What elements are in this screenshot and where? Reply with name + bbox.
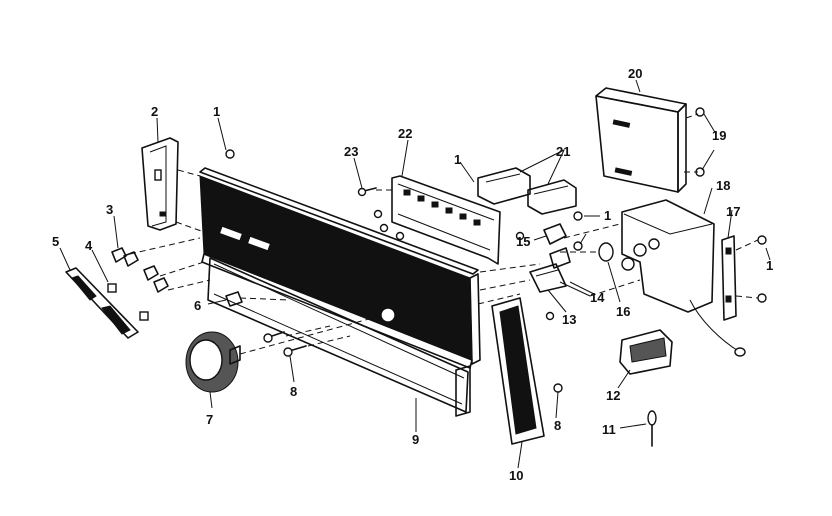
bushing [598,242,614,262]
callout-12: 12 [606,388,620,403]
mounting-bracket [391,175,501,265]
callout-15: 15 [516,234,530,249]
callout-9: 9 [412,432,419,447]
callout-17: 17 [726,204,740,219]
callout-10: 10 [509,468,523,483]
callout-8: 8 [290,384,297,399]
callout-1-housing: 1 [604,208,611,223]
callout-1: 1 [213,104,220,119]
timer-cover [595,87,687,193]
callout-11: 11 [602,422,616,437]
rocker-switch [65,267,139,339]
callout-20: 20 [628,66,642,81]
callout-labels: 1 2 3 4 5 6 7 8 9 10 11 12 13 14 15 16 1… [52,66,773,483]
terminal-block [619,329,673,375]
hinge-plate [721,235,737,321]
callout-7: 7 [206,412,213,427]
push-buttons [111,247,169,293]
leader-lines [59,79,771,469]
callout-13: 13 [562,312,576,327]
callout-21: 21 [556,144,570,159]
light-lens [491,297,545,445]
callout-18: 18 [716,178,730,193]
fuse [647,410,657,447]
callout-5: 5 [52,234,59,249]
control-panel [199,167,481,417]
selector-switches [477,167,577,215]
hinge-bracket [543,223,571,269]
callout-1-bracket: 1 [454,152,461,167]
callout-23: 23 [344,144,358,159]
callout-6: 6 [194,298,201,313]
screws [225,107,767,393]
spindle [225,291,243,307]
end-cap [141,137,179,231]
callout-4: 4 [85,238,93,253]
latch-assembly [529,263,591,297]
callout-14: 14 [590,290,605,305]
control-knob [185,331,241,393]
callout-2: 2 [151,104,158,119]
callout-8-lens-screw: 8 [554,418,561,433]
assembly-lines [129,113,759,355]
callout-22: 22 [398,126,412,141]
callout-19: 19 [712,128,726,143]
callout-16: 16 [616,304,630,319]
callout-1-plate: 1 [766,258,773,273]
switch-clip [107,283,149,321]
timer-housing [621,199,746,357]
callout-3: 3 [106,202,113,217]
